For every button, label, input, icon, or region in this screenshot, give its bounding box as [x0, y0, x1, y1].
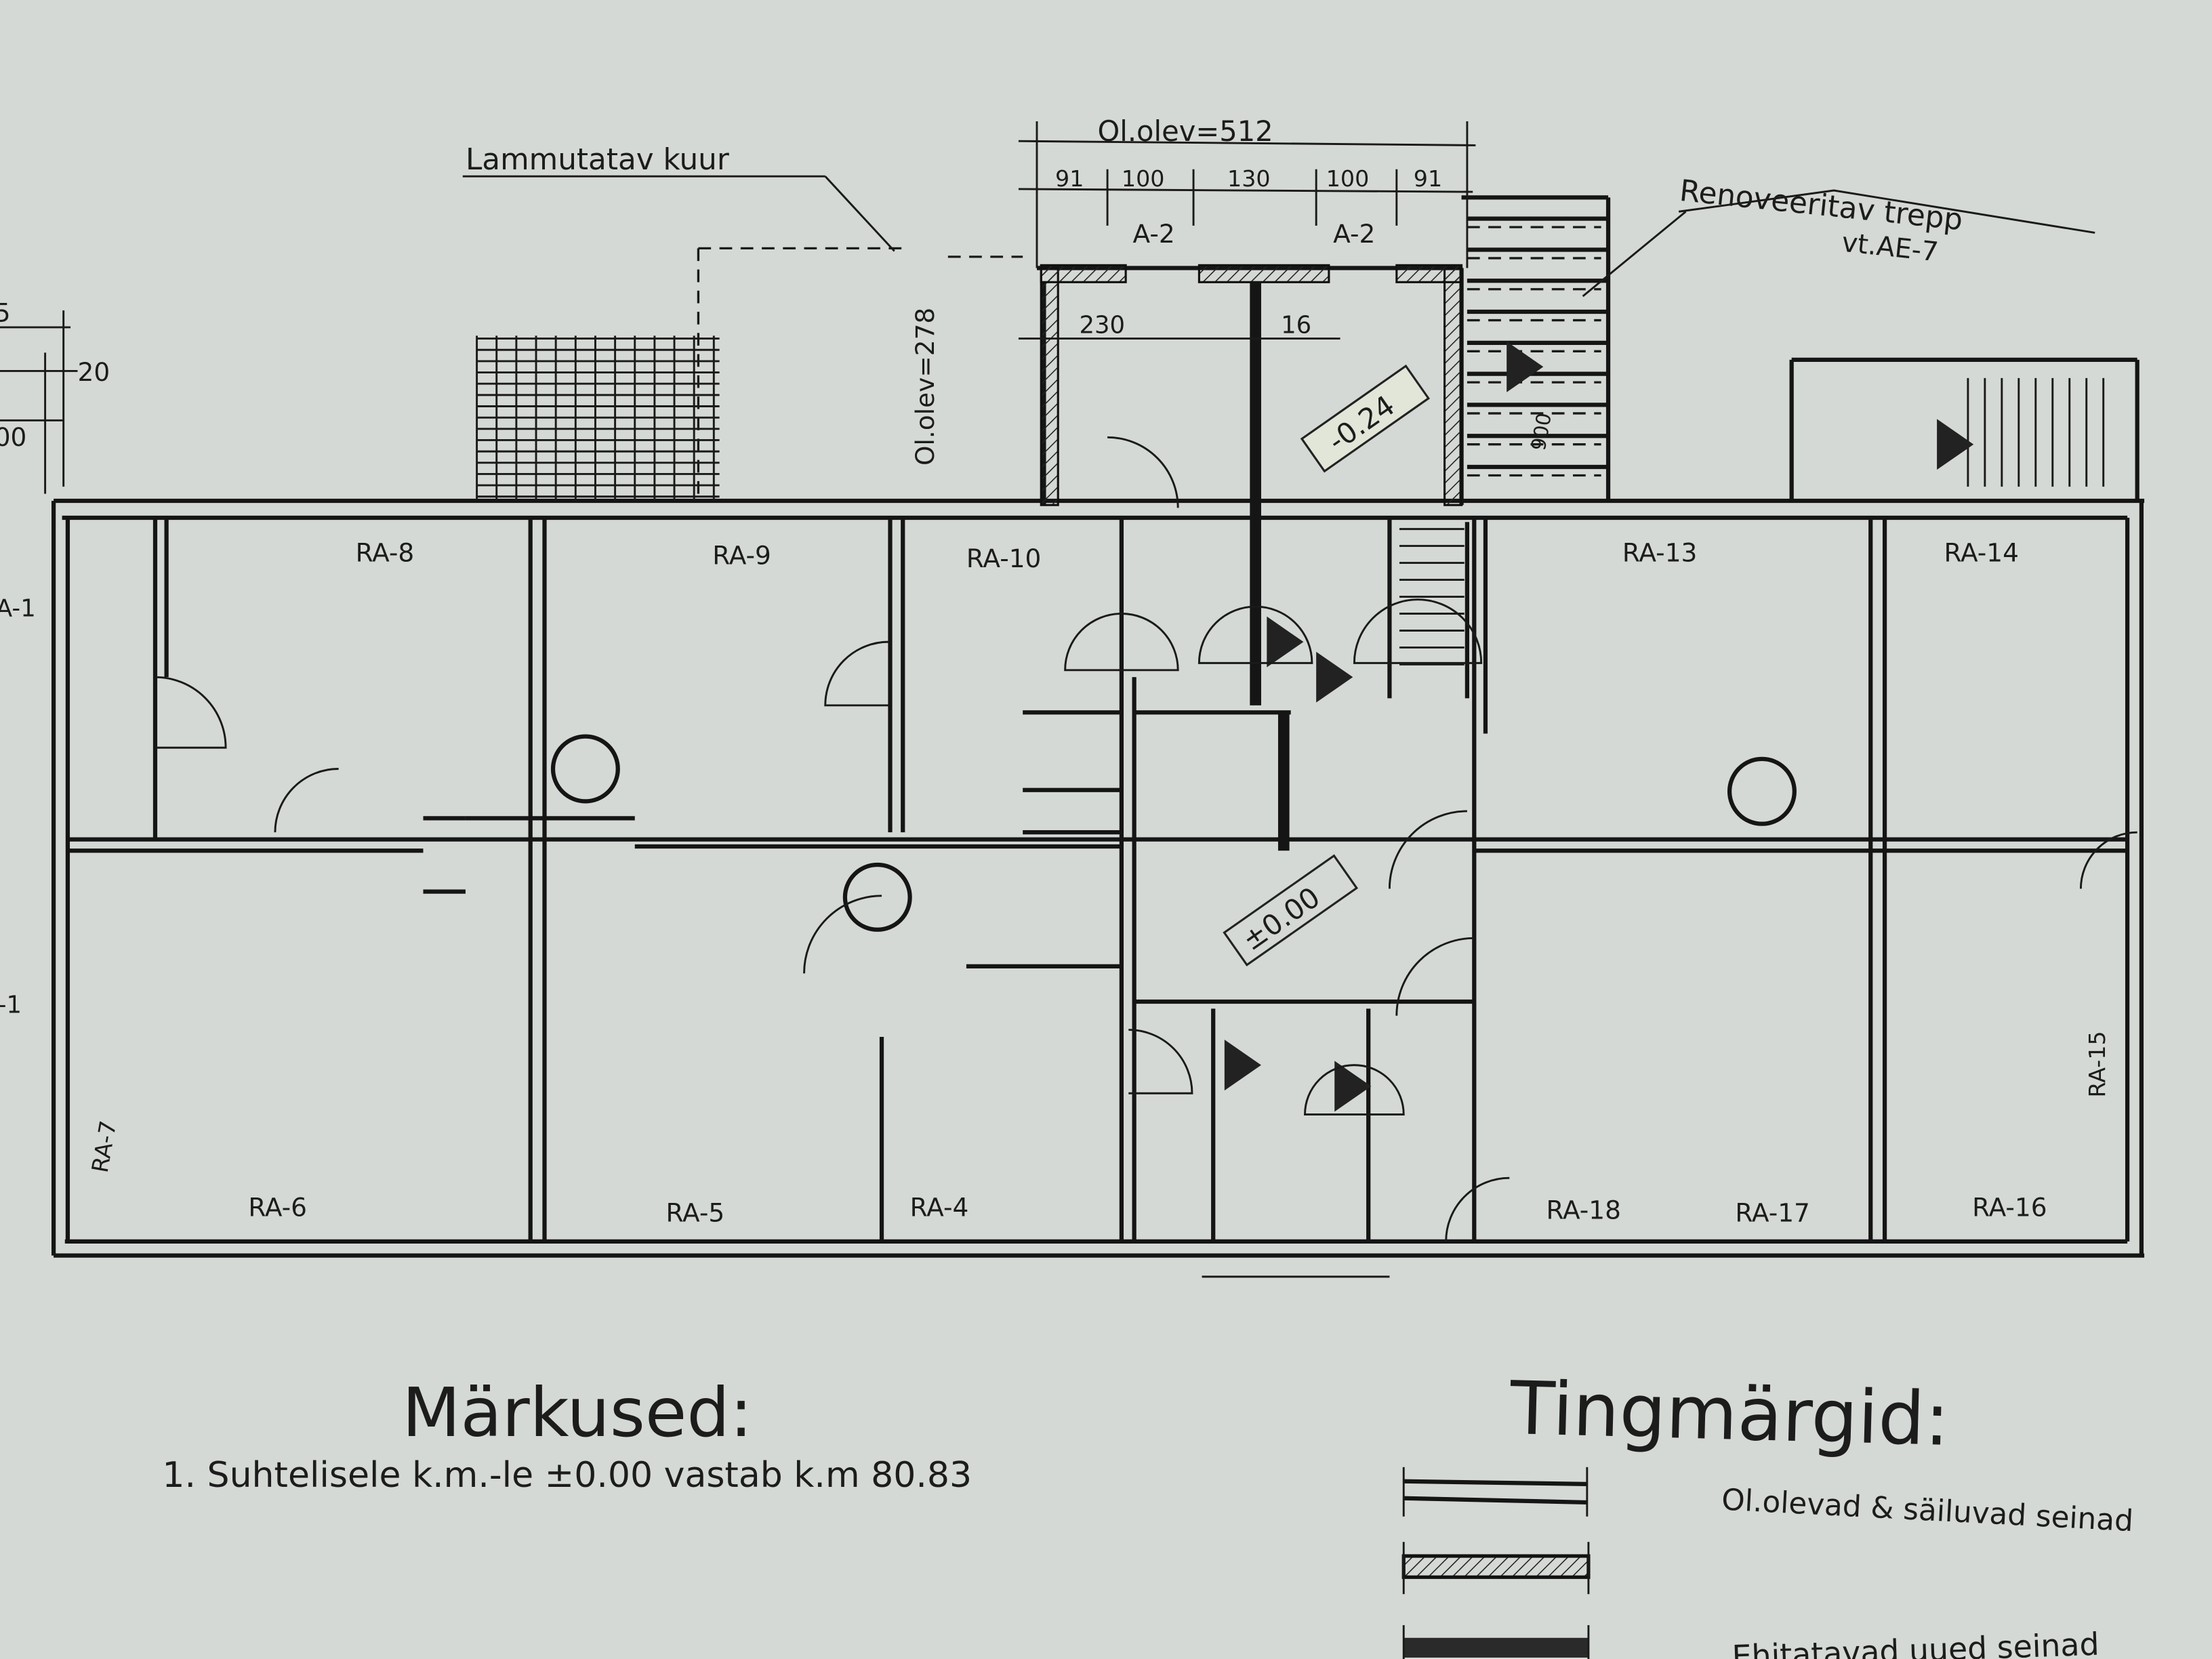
stair-arrow-icon	[1224, 1040, 1261, 1091]
room-label: RA-14	[1944, 537, 2018, 567]
window-tag: RA-15	[2084, 1031, 2110, 1097]
stove-icon	[842, 862, 912, 932]
door-swing	[1304, 1064, 1405, 1115]
dim-segment: 91	[1055, 165, 1084, 192]
room-label: RA-18	[1546, 1195, 1620, 1225]
room-label: RA-6	[248, 1192, 307, 1222]
remarks-title: Märkused:	[402, 1373, 752, 1452]
stair-arrow-icon	[1267, 616, 1304, 668]
dim-segment: 100	[1326, 165, 1370, 192]
remarks-item: 1. Suhtelisele k.m.-le ±0.00 vastab k.m …	[162, 1455, 972, 1496]
existing-width-label: Ol.olev=512	[1098, 115, 1273, 148]
annex-new-walls	[1040, 264, 1463, 851]
stair-arrow-icon	[1937, 419, 1974, 470]
stair-arrow-icon	[1316, 651, 1353, 703]
stair-arrow-icon	[1507, 341, 1544, 392]
door-swing	[1064, 613, 1179, 672]
stove-icon	[1727, 756, 1797, 826]
legend-label: Ol.olevad & säiluvad seinad	[1721, 1482, 2134, 1538]
walls	[51, 195, 2145, 1258]
stove-icon	[550, 734, 620, 804]
window-tag: A-2	[1333, 219, 1375, 249]
door-swing	[1445, 1176, 1510, 1242]
room-label: RA-8	[356, 537, 415, 567]
room-label: RA-4	[910, 1192, 969, 1222]
door-swing	[1353, 598, 1483, 664]
legend-symbol-double-line	[1402, 1467, 1589, 1517]
stair-arrow-icon	[1334, 1061, 1372, 1112]
door-swing	[274, 768, 339, 833]
door-swing	[803, 895, 882, 974]
stoves	[550, 734, 1797, 932]
door-swing	[1107, 436, 1179, 508]
doors	[155, 436, 2137, 1242]
level-minus-tag: -0.24	[1300, 364, 1431, 473]
room-label: RA-13	[1622, 537, 1697, 567]
stairs	[1224, 216, 2105, 1112]
level-zero-tag: ±0.00	[1223, 854, 1359, 967]
door-swing	[1395, 937, 1475, 1016]
existing-depth-label: Ol.olev=278	[910, 308, 940, 466]
door-swing	[1197, 605, 1313, 664]
legend-symbol-hatched	[1401, 1542, 1591, 1595]
door-swing	[1128, 1029, 1193, 1094]
dimension-lines	[0, 121, 2095, 1278]
door-swing	[2079, 831, 2137, 889]
dim-inner-wall: 16	[1281, 311, 1311, 339]
window-tag: RA-1	[0, 595, 36, 623]
room-label: RA-9	[712, 541, 771, 571]
window-tag: A-2	[1133, 219, 1175, 249]
legend-symbol-solid	[1402, 1625, 1590, 1659]
renovate-stair-label: Renoveeritav trepp	[1678, 173, 1965, 238]
door-swing	[155, 676, 227, 749]
stair-width-label: 900	[1527, 411, 1556, 453]
dim-left-5: 5	[0, 298, 11, 328]
room-label: RA-5	[666, 1198, 725, 1228]
door-swing	[1388, 810, 1467, 889]
room-label: RA-17	[1735, 1198, 1809, 1228]
shed-outline-dashed	[697, 247, 1023, 501]
legend-title: Tingmärgid:	[1509, 1366, 1951, 1462]
dim-segment: 130	[1227, 165, 1271, 192]
dim-segment: 91	[1414, 165, 1442, 192]
dim-left-20: 20	[77, 357, 110, 387]
dim-segment: 100	[1122, 165, 1165, 192]
window-tag: U-1	[0, 991, 22, 1019]
window-tag: RA-7	[87, 1119, 122, 1175]
room-label: RA-10	[966, 544, 1041, 573]
room-label: RA-16	[1972, 1192, 2047, 1222]
legend-label: Ehitatavad uued seinad	[1732, 1626, 2100, 1659]
door-swing	[824, 640, 889, 707]
dim-inner-left: 230	[1079, 311, 1125, 339]
demolish-shed-label: Lammutatav kuur	[466, 142, 729, 177]
demolished-shed-hatch	[476, 335, 720, 501]
dim-left-00: 00	[0, 422, 26, 452]
